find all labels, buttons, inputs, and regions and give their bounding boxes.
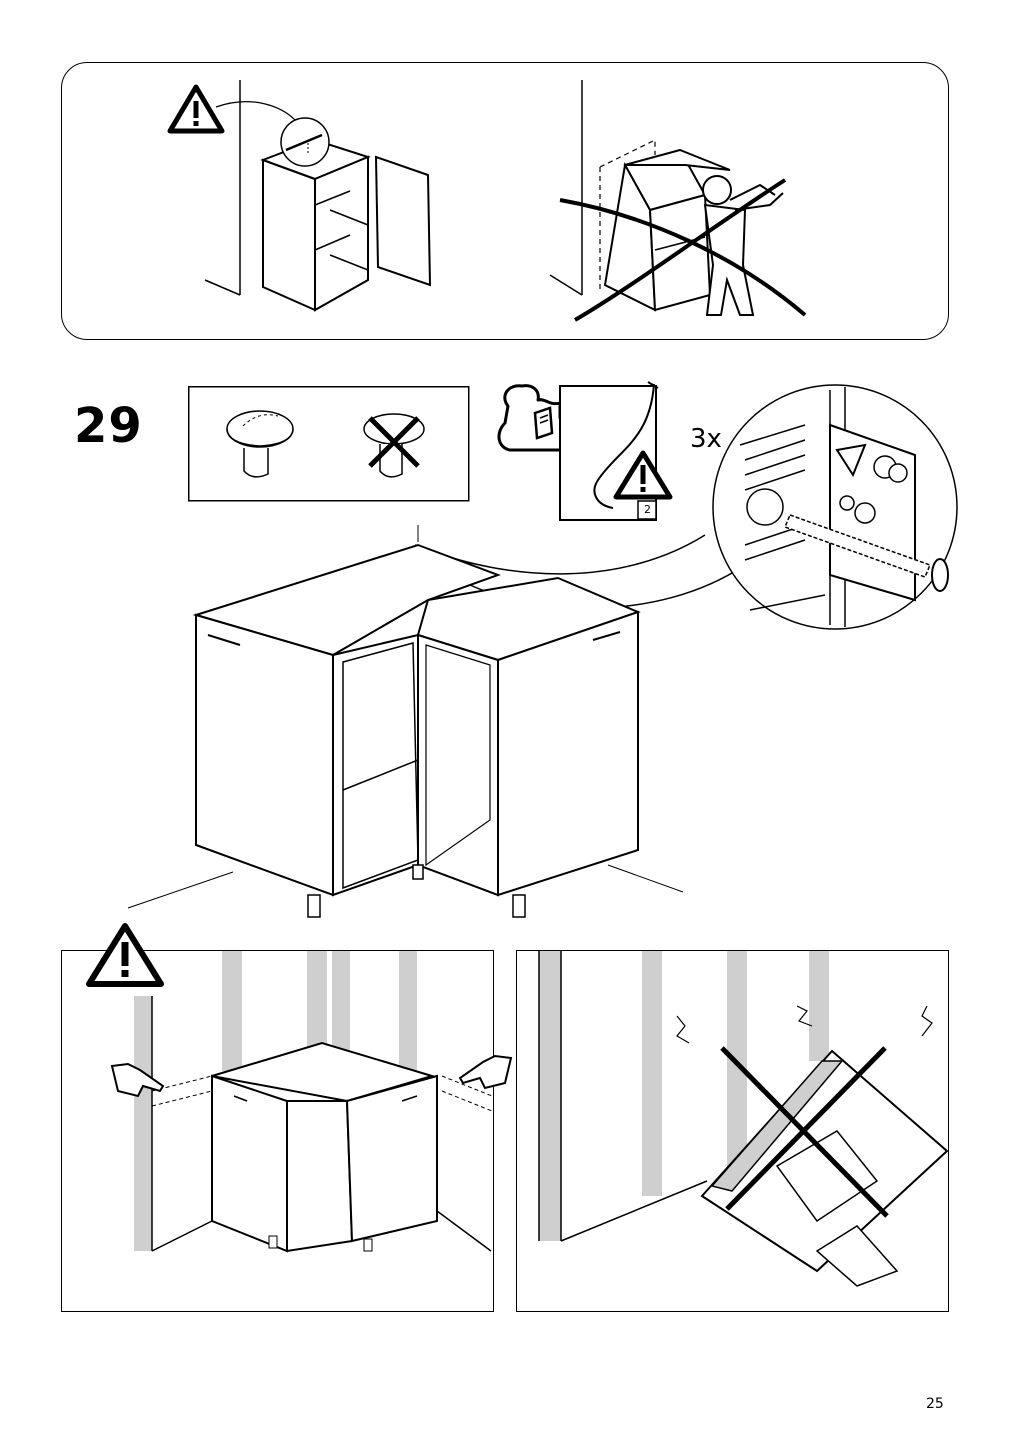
- bracket-detail-illustration: [405, 385, 960, 635]
- pointing-hand-icon: [108, 1056, 168, 1101]
- correct-cabinet-illustration: [160, 75, 450, 325]
- step-number: 29: [74, 398, 143, 454]
- page-number: 25: [926, 1396, 944, 1412]
- corner-cabinet-illustration: [128, 520, 688, 925]
- knob-comparison-box: [188, 386, 470, 502]
- falling-cabinet-illustration: [517, 951, 946, 1309]
- pointing-hand-icon: [455, 1048, 515, 1093]
- wall-mounted-cabinet-illustration: [134, 951, 491, 1309]
- cross-out-icon: [366, 414, 422, 470]
- warning-triangle-icon: [612, 450, 674, 500]
- manual-page-badge: 2: [644, 503, 651, 516]
- warning-triangle-icon: [167, 84, 225, 134]
- warning-triangle-icon: [85, 922, 165, 988]
- incorrect-cabinet-illustration: [545, 75, 825, 325]
- quantity-label: 3x: [690, 424, 722, 454]
